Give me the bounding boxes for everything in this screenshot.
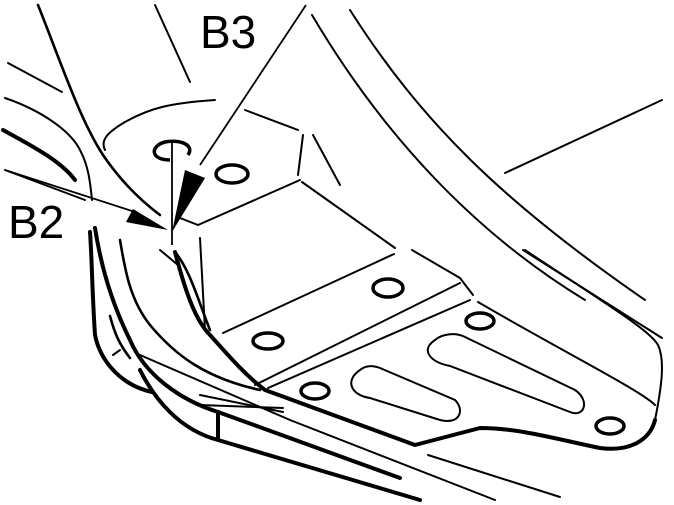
hole-2 bbox=[371, 277, 405, 299]
label-b2: B2 bbox=[8, 196, 64, 248]
callouts: B3 B2 bbox=[4, 4, 307, 248]
bracket-plate bbox=[173, 249, 663, 451]
b3-arrowhead bbox=[172, 170, 205, 232]
hole-6 bbox=[594, 416, 626, 436]
slot-2 bbox=[426, 333, 585, 415]
hole-3 bbox=[251, 331, 285, 351]
b3-leader bbox=[199, 4, 307, 166]
hole-1 bbox=[214, 163, 250, 185]
slot-1 bbox=[350, 365, 461, 422]
hole-5 bbox=[299, 381, 331, 401]
slots bbox=[350, 333, 585, 422]
hole-4 bbox=[464, 311, 496, 331]
b2-arrowhead bbox=[126, 209, 168, 230]
mounting-holes bbox=[152, 139, 626, 436]
raised-pad bbox=[102, 99, 396, 331]
label-b3: B3 bbox=[200, 6, 256, 58]
b2-leader bbox=[4, 169, 136, 213]
lower-rails bbox=[88, 226, 561, 502]
